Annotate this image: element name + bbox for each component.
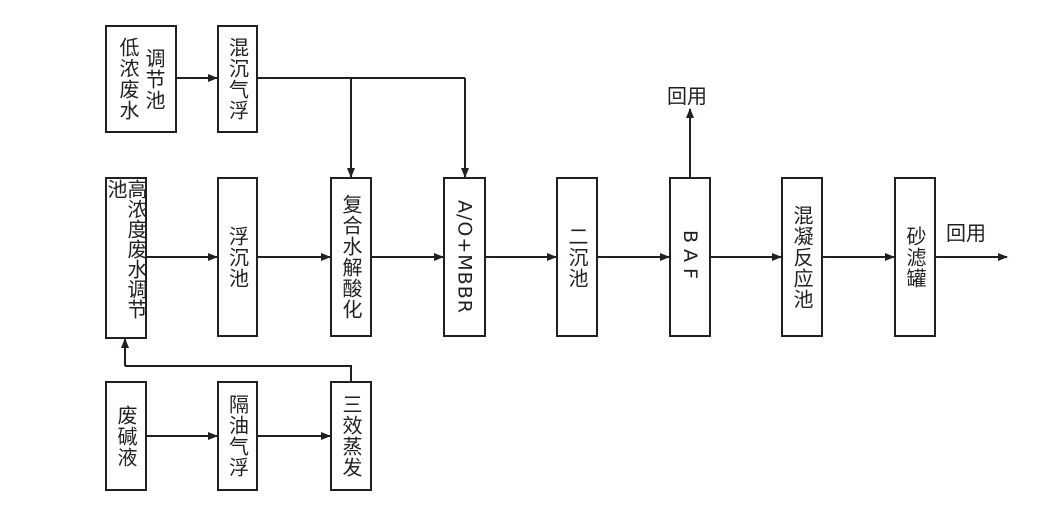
oil-sep-flotation-box: 隔油气浮 (217, 381, 258, 491)
secondary-sed-tank-label: 二沉池 (565, 225, 589, 289)
waste-alkali-box: 废碱液 (105, 381, 147, 491)
coag-reaction-tank-label: 混凝反应池 (790, 204, 814, 310)
triple-effect-evap-label: 三效蒸发 (339, 394, 363, 478)
sand-filter-tank-box: 砂滤罐 (894, 177, 936, 337)
composite-hydrolysis-box: 复合水解酸化 (330, 177, 372, 337)
reuse-right-label: 回用 (946, 221, 986, 245)
low-conc-wastewater-label: 低浓废水 (116, 37, 140, 121)
floating-sed-tank-box: 浮沉池 (217, 177, 258, 337)
floating-sed-tank-label: 浮沉池 (225, 225, 250, 289)
high-conc-regulating-tank-label: 高浓度废水调节池 (104, 179, 148, 319)
coag-reaction-tank-box: 混凝反应池 (781, 177, 823, 337)
baf-box: BAF (669, 177, 711, 337)
ao-mbbr-label: A/O+MBBR (453, 200, 476, 314)
oil-sep-flotation-label: 隔油气浮 (225, 394, 250, 478)
reuse-top-label: 回用 (667, 84, 707, 108)
waste-alkali-label: 废碱液 (114, 404, 138, 468)
sand-filter-tank-label: 砂滤罐 (903, 225, 927, 289)
ao-mbbr-box: A/O+MBBR (443, 177, 486, 337)
high-conc-regulating-tank-box: 高浓度废水调节池 (104, 177, 148, 339)
baf-label: BAF (679, 229, 701, 285)
low-conc-wastewater-box: 低浓废水 调节池 (105, 25, 177, 133)
line-evap-return (125, 365, 352, 381)
regulating-tank-label: 调节池 (142, 47, 166, 111)
secondary-sed-tank-box: 二沉池 (556, 177, 598, 337)
composite-hydrolysis-label: 复合水解酸化 (339, 194, 363, 320)
triple-effect-evap-box: 三效蒸发 (330, 381, 372, 491)
coag-sed-flotation-box: 混沉气浮 (217, 25, 258, 133)
coag-sed-flotation-label: 混沉气浮 (225, 37, 250, 121)
